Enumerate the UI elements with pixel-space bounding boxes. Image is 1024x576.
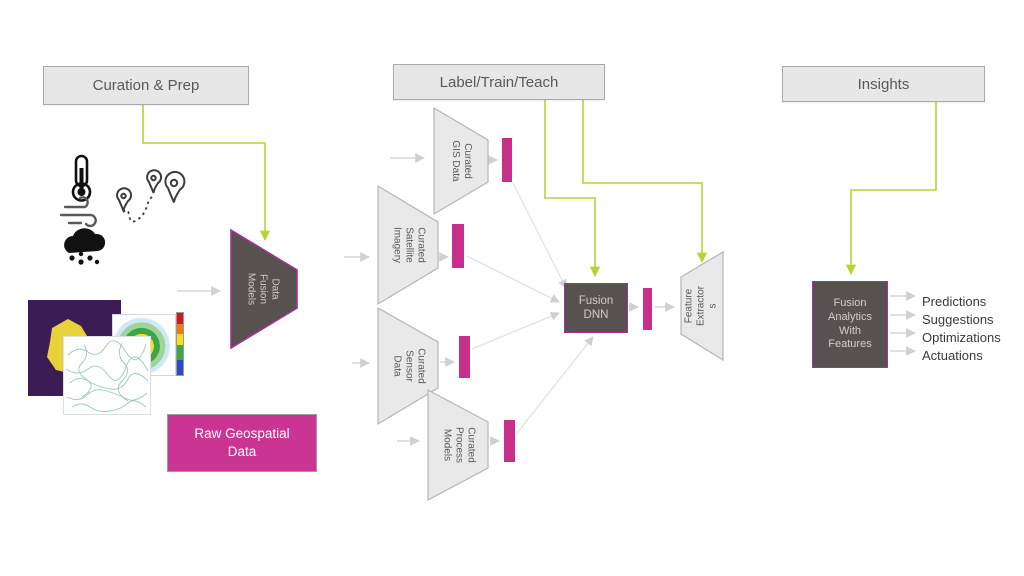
fusion-dnn-label: Fusion DNN (578, 294, 614, 321)
bar-dnn-output (643, 288, 652, 330)
converging-lines (466, 182, 594, 434)
label-curated-process: Curated Process Models (440, 426, 477, 464)
bar-sensor (459, 336, 470, 378)
connector-train-to-fusiondnn (544, 98, 601, 278)
header-label-train-teach-label: Label/Train/Teach (439, 73, 559, 91)
curated-process-funnel (427, 389, 489, 501)
route-pins-icon (116, 169, 186, 223)
raw-box-line1: Raw Geospatial (194, 426, 290, 442)
fusion-dnn-node (564, 283, 628, 333)
bar-process (504, 420, 515, 462)
label-curated-satellite: Curated Satellite Imagery (390, 226, 427, 264)
raw-box-line2: Data (227, 444, 257, 459)
output-optimizations: Optimizations (922, 330, 1001, 345)
curated-satellite-funnel (377, 184, 439, 306)
output-actuations: Actuations (922, 348, 983, 363)
header-insights-label: Insights (857, 75, 910, 93)
fusion-analytics-label: Fusion Analytics With Features (827, 297, 873, 351)
raw-geospatial-data-box: Raw Geospatial Data (167, 414, 317, 472)
header-curation-prep: Curation & Prep (43, 66, 249, 105)
connector-train-to-featureextractor (582, 98, 708, 264)
label-data-fusion-models: Data Fusion Models (244, 272, 281, 306)
label-curated-sensor: Curated Sensor Data (390, 348, 427, 384)
header-insights: Insights (782, 66, 985, 102)
output-suggestions: Suggestions (922, 312, 994, 327)
connector-curation-to-datafusion (142, 101, 271, 242)
rain-cloud-icon (64, 228, 106, 265)
curated-sensor-funnel (377, 306, 439, 426)
thermometer-icon (71, 154, 92, 202)
curated-gis-funnel (433, 106, 489, 216)
gray-arrows (177, 153, 916, 446)
fusion-analytics-node (812, 281, 888, 368)
feature-extractors-funnel (680, 250, 724, 362)
label-curated-gis: Curated GIS Data (450, 140, 474, 182)
output-predictions: Predictions (922, 294, 987, 309)
radar-colorbar (176, 312, 184, 376)
bar-satellite (452, 224, 464, 268)
data-bars (452, 138, 652, 462)
raw-data-icons (59, 154, 186, 265)
label-feature-extractors: Feature Extractor s (683, 285, 720, 327)
map-contour-image (63, 336, 151, 415)
connector-insights-to-analytics (845, 100, 937, 276)
wind-icon (59, 196, 97, 228)
header-label-train-teach: Label/Train/Teach (393, 64, 605, 100)
header-curation-prep-label: Curation & Prep (92, 77, 200, 94)
bar-gis (502, 138, 512, 182)
data-fusion-models-funnel (230, 228, 298, 350)
